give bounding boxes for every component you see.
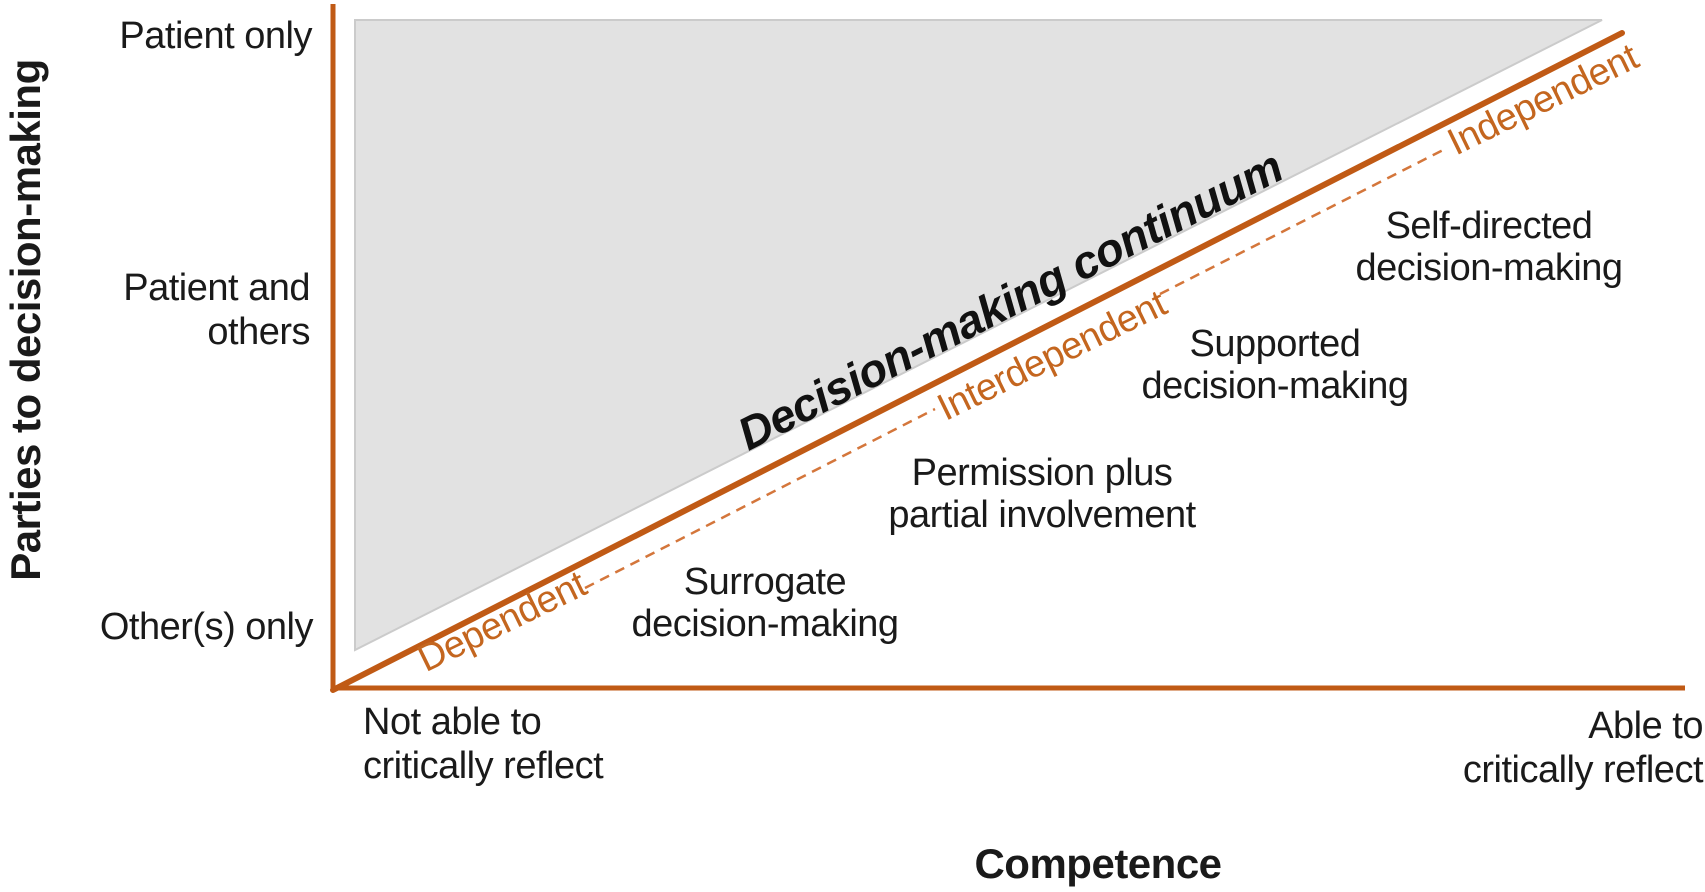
stage-label-supported: Supported decision-making bbox=[1141, 323, 1409, 407]
stage-line: Permission plus bbox=[911, 452, 1173, 494]
stage-line: decision-making bbox=[1141, 365, 1409, 407]
y-tick-line: Patient only bbox=[119, 15, 312, 57]
x-tick-able: Able to critically reflect bbox=[1462, 704, 1704, 792]
x-tick-not-able: Not able to critically reflect bbox=[363, 700, 604, 788]
y-tick-others-only: Other(s) only bbox=[99, 605, 314, 649]
continuum-diagonal-line bbox=[330, 30, 1625, 693]
x-axis-title: Competence bbox=[974, 840, 1222, 887]
gray-triangle-region bbox=[354, 19, 1603, 652]
y-axis-title: Parties to decision-making bbox=[2, 59, 49, 581]
stage-label-surrogate: Surrogate decision-making bbox=[631, 561, 899, 645]
y-tick-line: Patient and bbox=[123, 267, 310, 309]
x-tick-line: critically reflect bbox=[1462, 749, 1704, 791]
y-tick-patient-only: Patient only bbox=[119, 14, 312, 58]
stage-line: decision-making bbox=[1355, 247, 1623, 289]
stage-line: Self-directed bbox=[1385, 205, 1593, 247]
stage-line: Supported bbox=[1189, 323, 1361, 365]
y-tick-line: others bbox=[207, 311, 310, 353]
stage-line: partial involvement bbox=[888, 494, 1196, 536]
dashed-continuum-segment-1 bbox=[584, 407, 936, 590]
x-tick-line: Able to bbox=[1588, 705, 1703, 747]
stage-label-self-directed: Self-directed decision-making bbox=[1355, 205, 1623, 289]
y-tick-line: Other(s) only bbox=[99, 606, 314, 648]
x-tick-line: Not able to bbox=[363, 701, 542, 743]
stage-line: Surrogate bbox=[683, 561, 847, 603]
dashed-continuum-segment-2 bbox=[1159, 147, 1446, 296]
xy-axes-lines bbox=[330, 4, 1685, 691]
x-tick-line: critically reflect bbox=[363, 745, 604, 787]
stage-label-permission: Permission plus partial involvement bbox=[888, 452, 1196, 536]
stage-line: decision-making bbox=[631, 603, 899, 645]
y-tick-patient-and-others: Patient and others bbox=[123, 266, 310, 354]
